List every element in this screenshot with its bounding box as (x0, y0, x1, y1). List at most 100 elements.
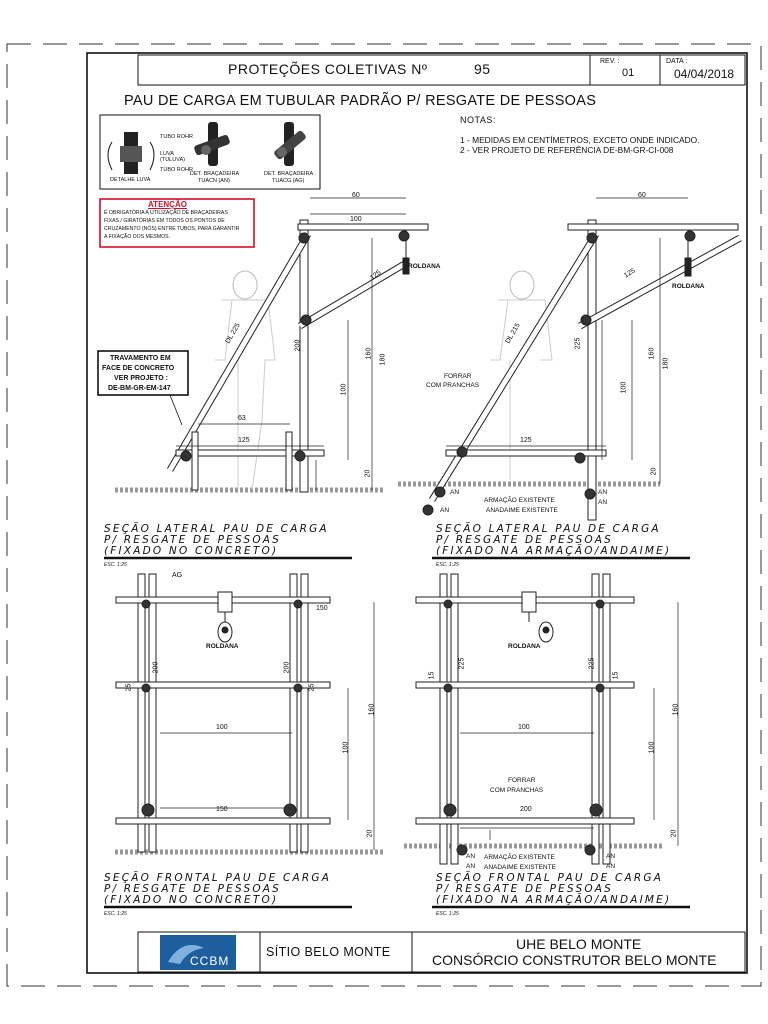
section-3-line-2: P/ RESGATE DE PESSOAS (104, 883, 282, 895)
dim-25: 25 (125, 683, 133, 692)
dim-100-vert-c: 100 (342, 741, 350, 754)
section-1-line-1: SEÇÃO LATERAL PAU DE CARGA (104, 523, 329, 535)
attention-title: ATENÇÃO (148, 200, 187, 209)
date-value: 04/04/2018 (674, 67, 735, 81)
section-4-line-3: (FIXADO NA ARMAÇÃO/ANDAIME) (436, 894, 672, 906)
dim-100-vert-d: 100 (648, 741, 656, 754)
note-2: 2 - VER PROJETO DE REFERÊNCIA DE-BM-GR-C… (460, 145, 674, 155)
ccbm-logo (160, 935, 236, 970)
dim-20-b: 20 (650, 467, 658, 476)
dim-15-b: 15 (612, 671, 620, 680)
forrar-label-d: FORRAR (508, 777, 536, 784)
lateral-concrete-drawing (115, 197, 429, 493)
tubo-rohr-label-1: TUBO ROHR (160, 134, 193, 140)
dim-100-c: 100 (216, 724, 228, 731)
dim-225: 225 (574, 337, 582, 350)
roldana-label-b: ROLDANA (672, 283, 705, 290)
section-3-line-3: (FIXADO NO CONCRETO) (104, 894, 279, 906)
site-name: SÍTIO BELO MONTE (266, 945, 391, 959)
roldana-label-d: ROLDANA (508, 643, 541, 650)
dim-25-b: 25 (308, 683, 316, 692)
clamp-an-label-1: DET. BRAÇADEIRA (190, 171, 240, 177)
dim-200-c: 200 (152, 661, 160, 674)
dim-160-c: 160 (368, 703, 376, 716)
attention-line-4: A FIXAÇÃO DOS MESMOS. (104, 234, 171, 240)
an-label-3: AN (598, 499, 608, 506)
clamp-an-label-2: TUACN (AN) (198, 178, 230, 184)
dim-125-base-b: 125 (520, 437, 532, 444)
clamp-ag-icon (274, 122, 306, 166)
dim-20-d: 20 (670, 829, 678, 838)
footer-line-1: UHE BELO MONTE (516, 936, 642, 952)
dim-200-d: 200 (520, 806, 532, 813)
section-4-line-2: P/ RESGATE DE PESSOAS (436, 883, 614, 895)
dim-60-b: 60 (638, 192, 646, 199)
scale-3: ESC. 1:25 (104, 911, 127, 917)
callout-line-2: FACE DE CONCRETO (102, 365, 175, 372)
com-pranchas-label: COM PRANCHAS (426, 382, 480, 389)
main-title: PAU DE CARGA EM TUBULAR PADRÃO P/ RESGAT… (124, 93, 597, 109)
dim-20: 20 (364, 469, 372, 478)
section-2-line-1: SEÇÃO LATERAL PAU DE CARGA (436, 523, 661, 535)
com-pranchas-label-d: COM PRANCHAS (490, 787, 544, 794)
ag-label: AG (172, 572, 183, 579)
attention-line-1: É OBRIGATÓRIA A UTILIZAÇÃO DE BRAÇADEIRA… (104, 210, 228, 216)
armacao-label: ARMAÇÃO EXISTENTE (484, 497, 555, 504)
andaime-label: ANADAIME EXISTENTE (486, 507, 558, 514)
luva-label: LUVA (160, 151, 174, 157)
dim-160: 160 (365, 347, 373, 360)
rev-value: 01 (622, 67, 635, 79)
dim-125-base: 125 (238, 437, 250, 444)
sheet-number: 95 (474, 61, 491, 77)
section-3-line-1: SEÇÃO FRONTAL PAU DE CARGA (104, 872, 332, 884)
an-label-d2: AN (466, 863, 476, 870)
callout-line-3: VER PROJETO : (114, 375, 168, 382)
ccbm-logo-text: CCBM (190, 954, 230, 968)
scale-4: ESC. 1:25 (436, 911, 459, 917)
an-label-2: AN (598, 489, 608, 496)
dim-63: 63 (238, 415, 246, 422)
attention-line-3: CRUZAMENTO (NÓS) ENTRE TUBOS, PARA GARAN… (104, 226, 240, 232)
andaime-label-d: ANADAIME EXISTENTE (484, 864, 556, 871)
dim-100-vert-b: 100 (620, 381, 628, 394)
rev-label: REV. : (600, 58, 620, 65)
dim-15: 15 (428, 671, 436, 680)
forrar-label: FORRAR (444, 373, 472, 380)
dim-150: 150 (316, 605, 328, 612)
section-2-line-3: (FIXADO NA ARMAÇÃO/ANDAIME) (436, 545, 672, 557)
date-label: DATA : (666, 58, 688, 65)
lateral-scaffold-drawing (398, 197, 742, 521)
section-4-line-1: SEÇÃO FRONTAL PAU DE CARGA (436, 872, 664, 884)
callout-line-4: DE-BM-GR-EM-147 (108, 385, 171, 392)
attention-line-2: FIXAS / GIRATÓRIAS EM TODOS OS PONTOS DE (104, 218, 225, 224)
frontal-concrete-drawing (115, 573, 385, 855)
an-label-d4: AN (606, 863, 616, 870)
dim-100: 100 (350, 216, 362, 223)
scale-2: ESC. 1:25 (436, 562, 459, 568)
tubo-rohr-label-2: TUBO ROHR (160, 167, 193, 173)
dim-225-d: 225 (458, 657, 466, 670)
an-label-d1: AN (466, 853, 476, 860)
dim-160-d: 160 (672, 703, 680, 716)
scale-1: ESC. 1:25 (104, 562, 127, 568)
dim-60: 60 (352, 192, 360, 199)
tuluva-label: (TULUVA) (160, 157, 185, 163)
armacao-label-d: ARMAÇÃO EXISTENTE (484, 854, 555, 861)
detalhe-luva-label: DETALHE LUVA (110, 177, 151, 183)
dim-100-d: 100 (518, 724, 530, 731)
clamp-an-icon (194, 122, 230, 166)
dim-100-vert: 100 (340, 383, 348, 396)
sheet-title: PROTEÇÕES COLETIVAS Nº (228, 61, 428, 77)
clamp-ag-label-2: TUACG (AG) (272, 178, 305, 184)
dim-180-b: 180 (662, 357, 670, 370)
dim-200-c2: 200 (283, 661, 291, 674)
section-2-line-2: P/ RESGATE DE PESSOAS (436, 534, 614, 546)
section-1-line-2: P/ RESGATE DE PESSOAS (104, 534, 282, 546)
callout-line-1: TRAVAMENTO EM (110, 355, 171, 362)
frontal-scaffold-drawing (404, 573, 679, 865)
luva-detail-icon (107, 132, 155, 174)
dim-180: 180 (379, 353, 387, 366)
an-label-d3: AN (606, 853, 616, 860)
